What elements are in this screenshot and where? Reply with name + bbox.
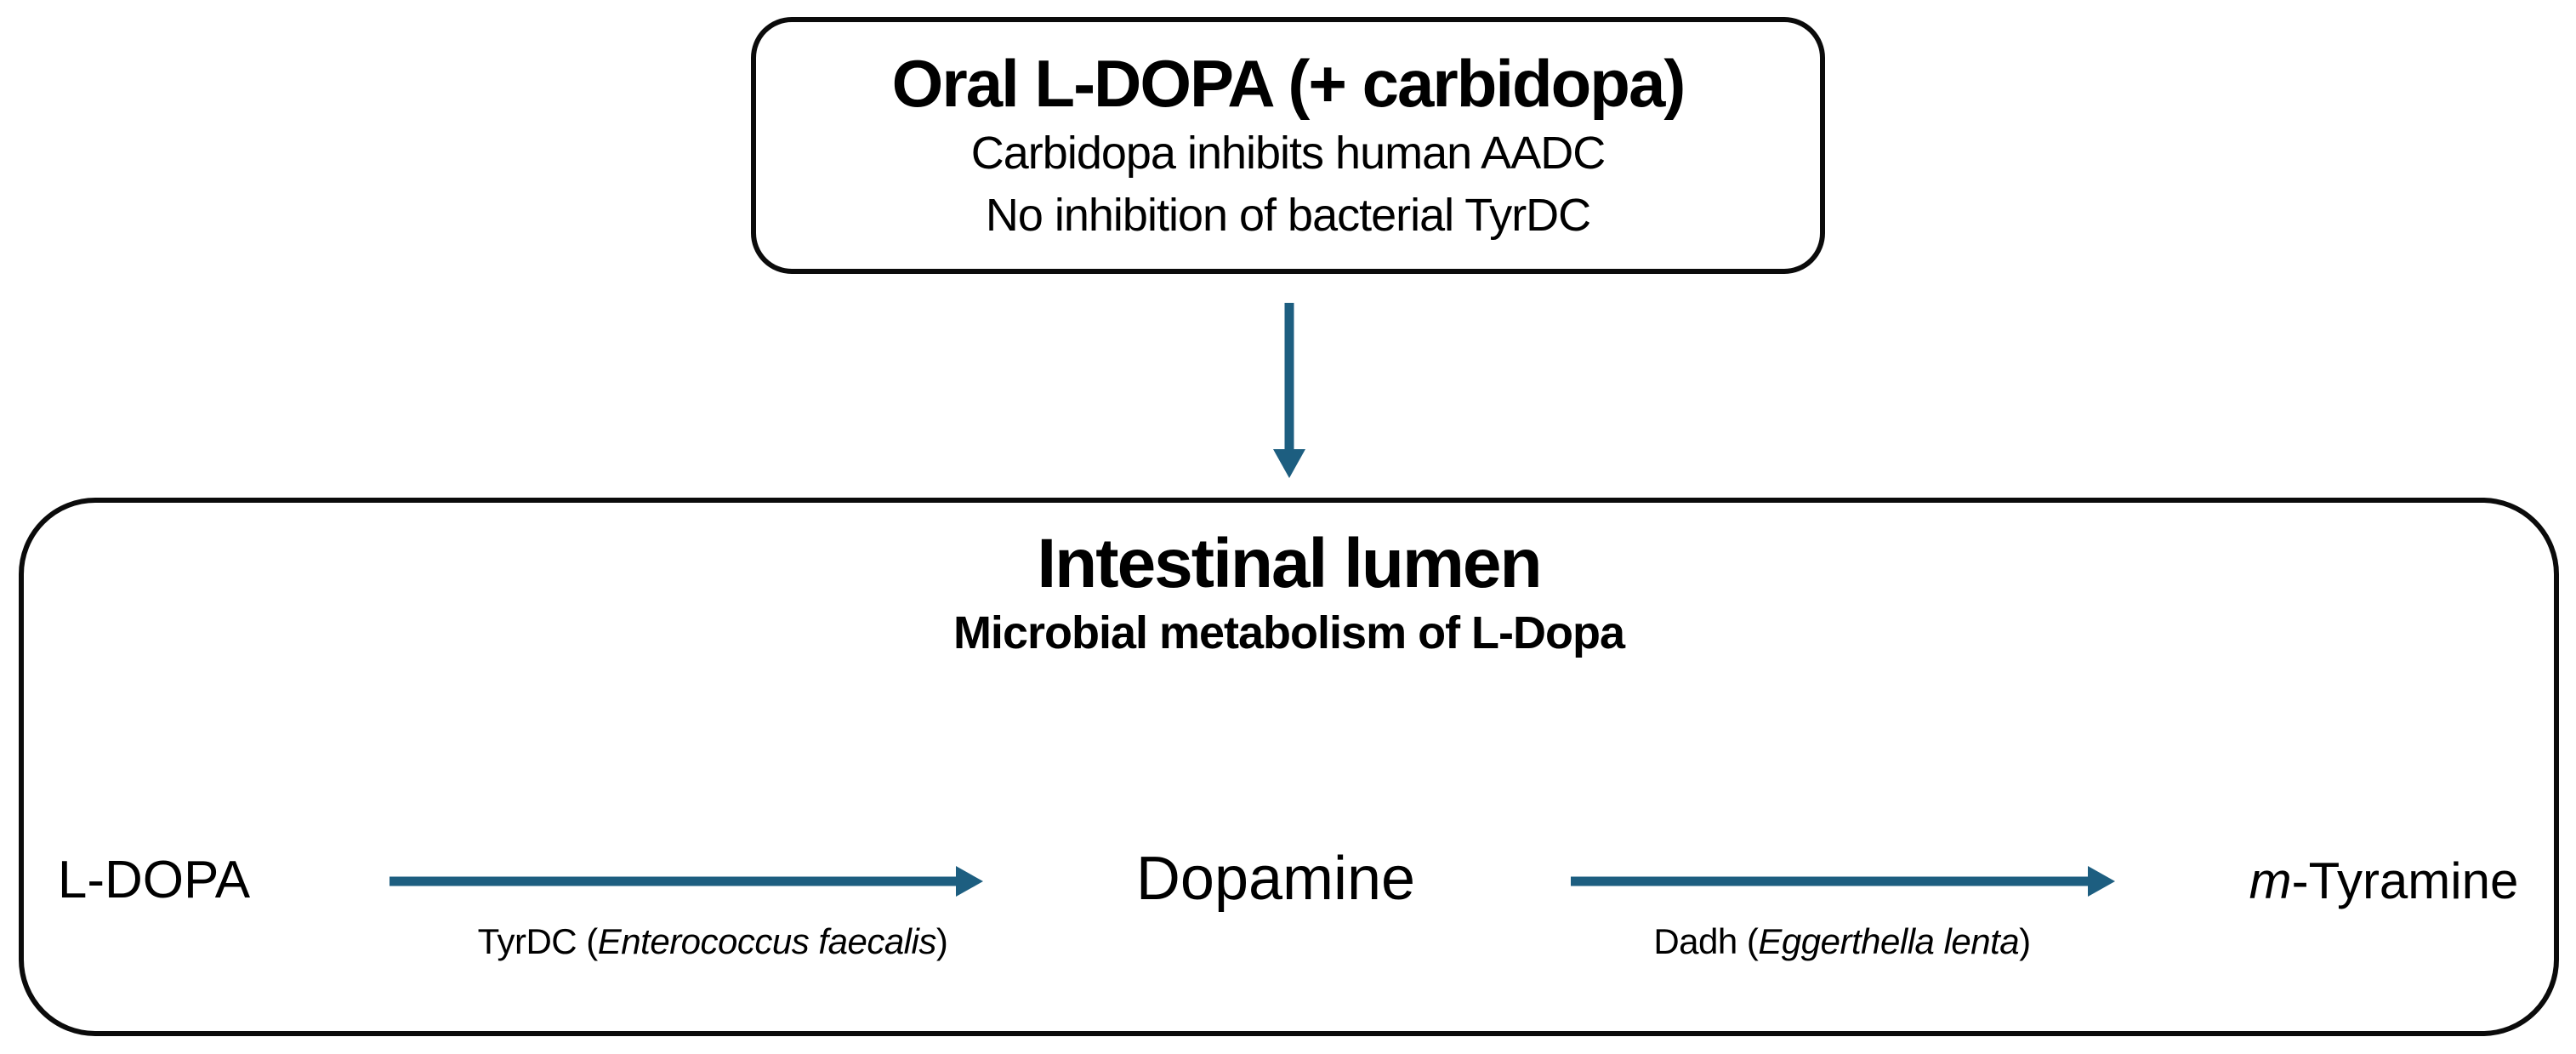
reaction-arrow-dadh-icon (1571, 866, 2115, 897)
enzyme-label-tyrdc: TyrDC (Enterococcus faecalis) (372, 921, 1053, 962)
species-enterococcus-faecalis: Enterococcus faecalis (597, 921, 937, 961)
carbidopa-note-line-2: No inhibition of bacterial TyrDC (985, 190, 1591, 242)
reaction-arrow-tyrdc-icon (390, 866, 983, 897)
metabolite-ldopa-label: L-DOPA (57, 851, 251, 909)
intestinal-lumen-subtitle: Microbial metabolism of L-Dopa (952, 607, 1625, 658)
metabolite-dopamine-label: Dopamine (1135, 845, 1416, 913)
enzyme-dadh-close-paren: ) (2019, 921, 2031, 961)
metabolite-m-tyramine-rest: -Tyramine (2291, 852, 2519, 909)
enzyme-tyrdc-close-paren: ) (935, 921, 948, 961)
oral-ldopa-title: Oral L-DOPA (+ carbidopa) (891, 46, 1686, 121)
oral-ldopa-box: Oral L-DOPA (+ carbidopa) Carbidopa inhi… (751, 17, 1825, 274)
metabolite-ldopa: L-DOPA (26, 850, 281, 910)
down-arrow-icon (1273, 303, 1305, 478)
species-eggerthella-lenta: Eggerthella lenta (1758, 921, 2020, 961)
metabolite-dopamine: Dopamine (1063, 844, 1488, 914)
enzyme-tyrdc-text: TyrDC ( (477, 921, 599, 961)
enzyme-dadh-text: Dadh ( (1653, 921, 1759, 961)
intestinal-lumen-title: Intestinal lumen (1037, 525, 1542, 602)
enzyme-label-dadh: Dadh (Eggerthella lenta) (1544, 921, 2140, 962)
metabolite-m-tyramine: m-Tyramine (2171, 852, 2576, 910)
intestinal-lumen-box: Intestinal lumen Microbial metabolism of… (19, 498, 2559, 1036)
carbidopa-note-line-1: Carbidopa inhibits human AADC (970, 128, 1606, 179)
metabolite-m-tyramine-italic-prefix: m (2249, 852, 2292, 909)
